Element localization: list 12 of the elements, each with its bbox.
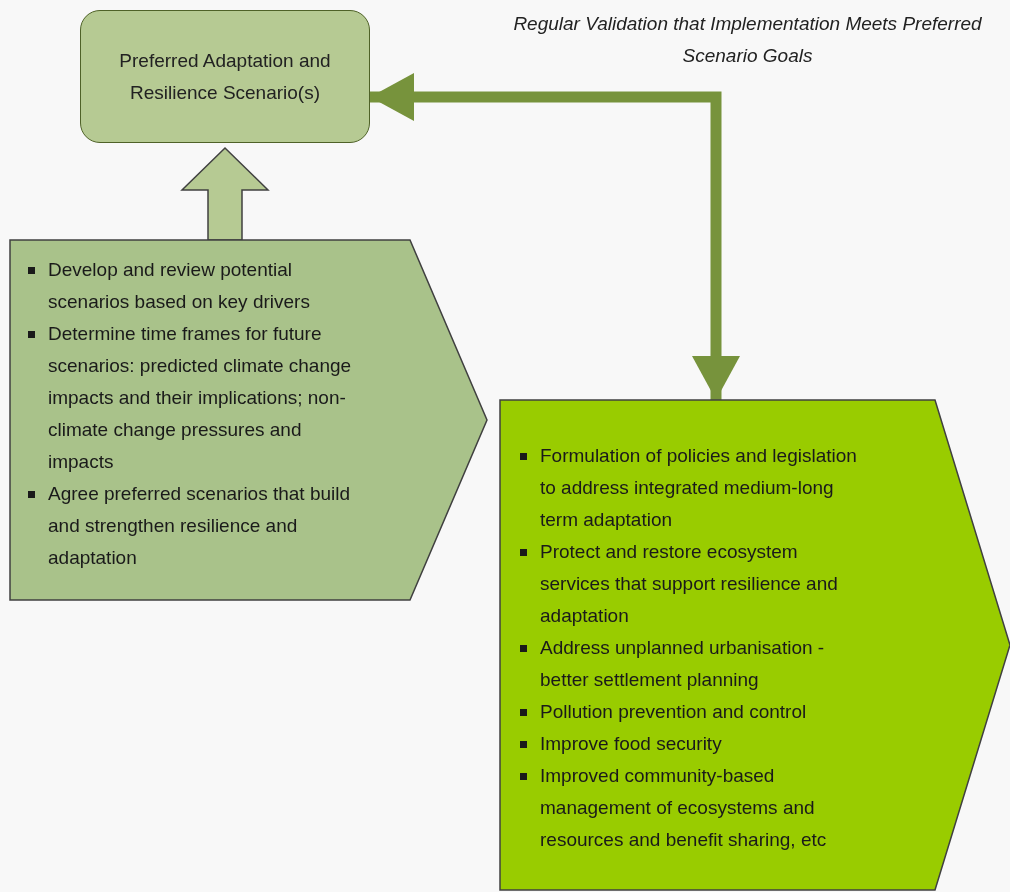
bullet-item: Pollution prevention and control [520, 696, 860, 728]
bullet-item: Determine time frames for future scenarios: predicted climate change impacts and their implications; non-climate change pressures and impacts [28, 318, 367, 478]
bullet-item: Agree preferred scenarios that build and strengthen resilience and adaptation [28, 478, 367, 574]
bullet-item: Improve food security [520, 728, 860, 760]
bullet-item: Address unplanned urbanisation - better settlement planning [520, 632, 860, 696]
bullet-item: Develop and review potential scenarios based on key drivers [28, 254, 367, 318]
block-arrow [180, 146, 270, 241]
bullet-item: Protect and restore ecosystem services that support resilience and adaptation [520, 536, 860, 632]
box-text: Preferred Adaptation and Resilience Scenario(s) [118, 48, 332, 105]
bullet-item: Improved community-based management of ecosystems and resources and benefit sharing, etc [520, 760, 860, 856]
bullet-item: Formulation of policies and legislation to address integrated medium-long term adaptation [520, 440, 860, 536]
edge-label: Regular Validation that Implementation Meets Preferred Scenario Goals [512, 12, 983, 68]
